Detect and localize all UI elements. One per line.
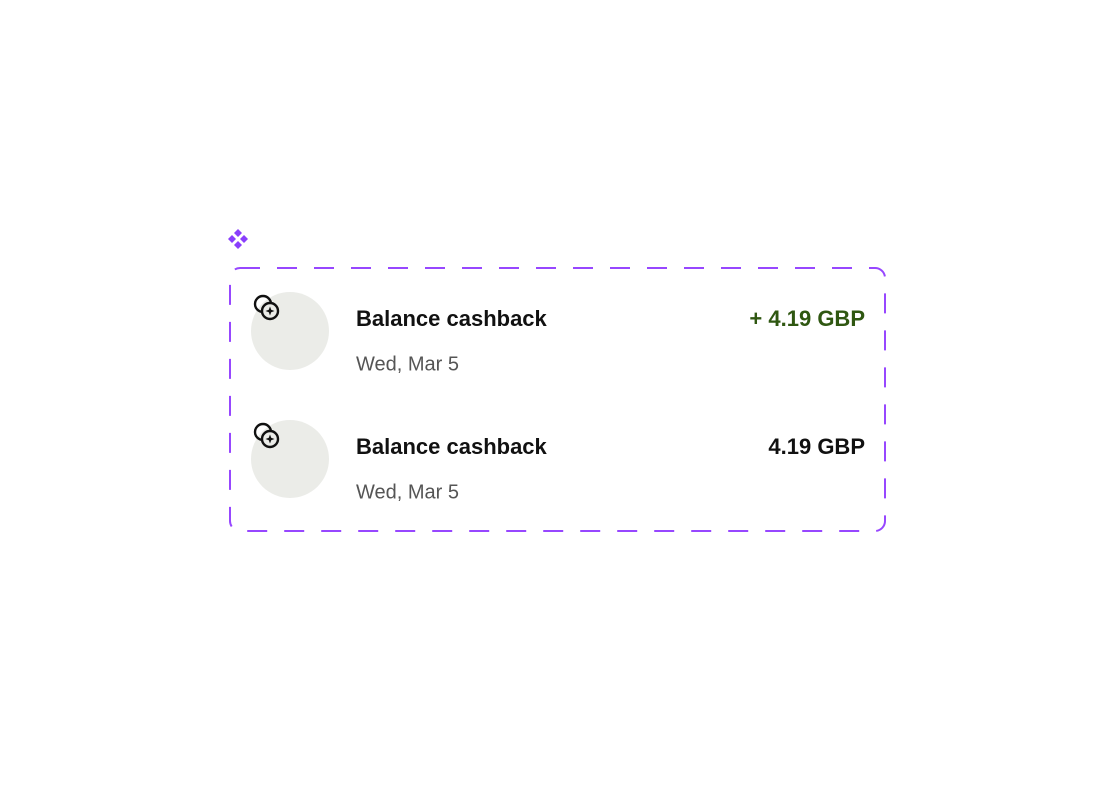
component-icon — [227, 228, 249, 250]
transaction-amount: 4.19 GBP — [768, 434, 865, 459]
transaction-item[interactable]: Balance cashback Wed, Mar 5 4.19 GBP — [251, 420, 865, 504]
transaction-title: Balance cashback — [356, 306, 547, 331]
transaction-date: Wed, Mar 5 — [356, 353, 459, 376]
transaction-date: Wed, Mar 5 — [356, 481, 459, 504]
transaction-avatar — [251, 292, 329, 370]
transaction-title: Balance cashback — [356, 434, 547, 459]
transaction-avatar — [251, 420, 329, 498]
transaction-list: Balance cashback Wed, Mar 5 + 4.19 GBP B… — [229, 267, 886, 532]
dashed-frame-border — [229, 267, 886, 532]
cashback-coins-icon — [253, 294, 280, 321]
transaction-item[interactable]: Balance cashback Wed, Mar 5 + 4.19 GBP — [251, 292, 865, 376]
cashback-coins-icon — [253, 422, 280, 449]
transaction-amount: + 4.19 GBP — [749, 306, 865, 331]
